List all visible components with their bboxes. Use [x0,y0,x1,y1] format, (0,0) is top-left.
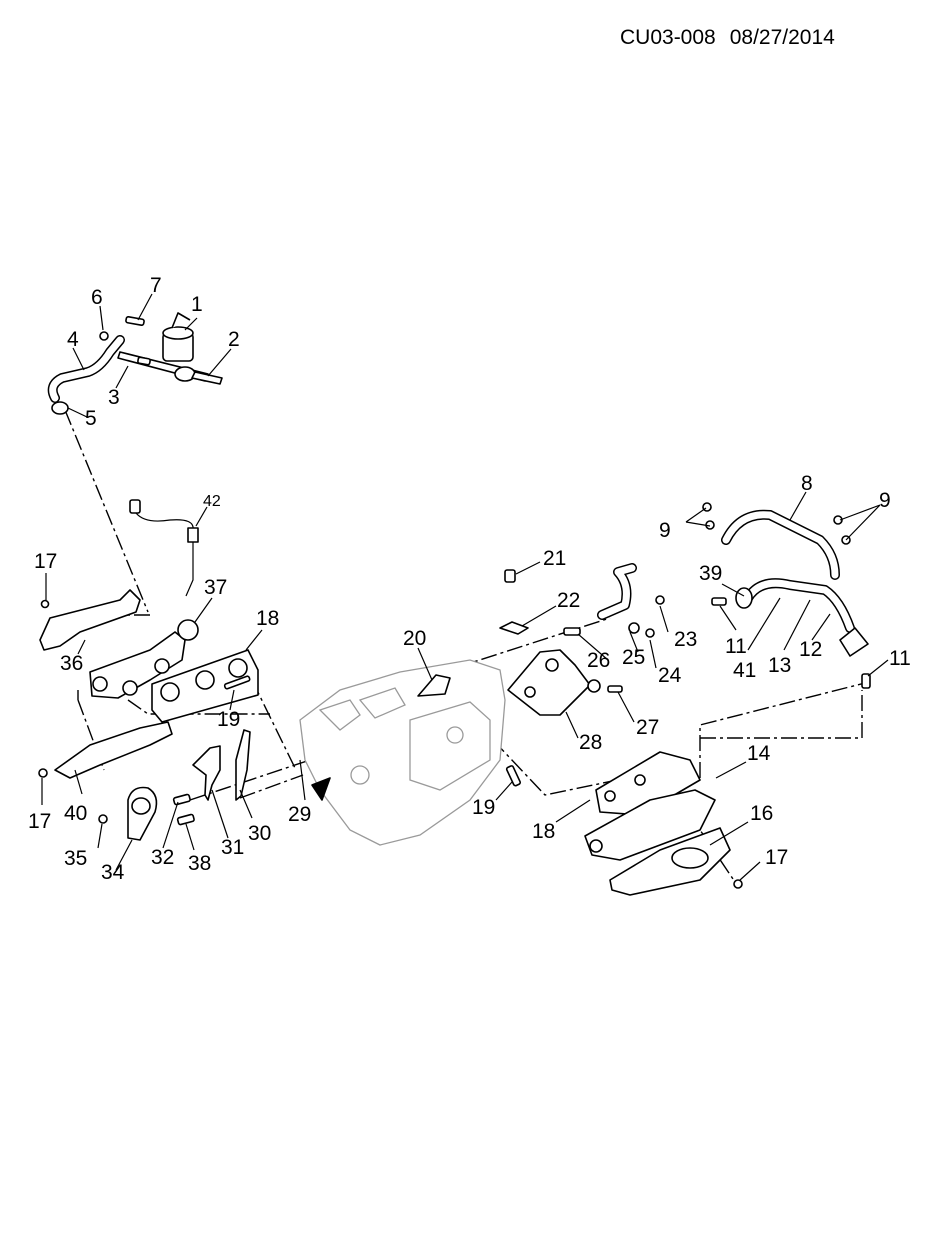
callout-5: 5 [85,407,97,430]
callout-13: 13 [768,654,791,677]
callout-7: 7 [150,274,162,297]
callout-17b: 17 [28,810,51,833]
callout-20: 20 [403,627,426,650]
callout-36: 36 [60,652,83,675]
callout-35: 35 [64,847,87,870]
callout-34: 34 [101,861,125,884]
callout-39: 39 [699,562,722,585]
diagram-date: 08/27/2014 [729,26,835,49]
callout-18b: 18 [532,820,555,843]
callout-23: 23 [674,628,697,651]
callout-11a: 11 [725,635,747,658]
callout-8: 8 [801,472,813,495]
callout-17c: 17 [765,846,788,869]
callout-32: 32 [151,846,174,869]
callout-28: 28 [579,731,602,754]
callout-4: 4 [67,328,79,351]
callout-29: 29 [288,803,311,826]
callout-numbers: 1 2 3 4 5 6 7 8 9 9 11 11 12 13 14 16 17… [28,274,911,884]
callout-18a: 18 [256,607,279,630]
callout-27: 27 [636,716,659,739]
heat-shield-assembly [47,312,223,415]
callout-9a: 9 [659,519,671,542]
leader-lines [41,293,889,881]
callout-19a: 19 [217,708,240,731]
callout-31: 31 [221,836,244,859]
callout-42: 42 [203,493,221,510]
diagram-code: CU03-008 [620,26,716,49]
oxygen-sensor [129,499,199,597]
callout-19b: 19 [472,796,495,819]
callout-14: 14 [747,742,771,765]
callout-30: 30 [248,822,271,845]
left-manifold-group [38,589,259,779]
callout-24: 24 [658,664,682,687]
left-bracket-group [98,729,251,841]
callout-6: 6 [91,286,103,309]
callout-38: 38 [188,852,211,875]
callout-17a: 17 [34,550,57,573]
callout-16: 16 [750,802,773,825]
callout-25: 25 [622,646,645,669]
callout-3: 3 [108,386,120,409]
callout-1: 1 [191,293,203,316]
engine-block [299,659,506,846]
callout-21: 21 [543,547,566,570]
callout-26: 26 [587,649,610,672]
callout-12: 12 [799,638,822,661]
callout-40: 40 [64,802,87,825]
callout-22: 22 [557,589,580,612]
callout-41: 41 [733,659,756,682]
callout-11b: 11 [889,647,911,670]
diagram-header: CU03-008 08/27/2014 [620,26,849,50]
callout-37: 37 [204,576,227,599]
callout-9b: 9 [879,489,891,512]
callout-2: 2 [228,328,240,351]
crossover-pipe-group [702,502,871,689]
center-bracket-group [417,563,665,716]
right-manifold-group [505,751,743,896]
